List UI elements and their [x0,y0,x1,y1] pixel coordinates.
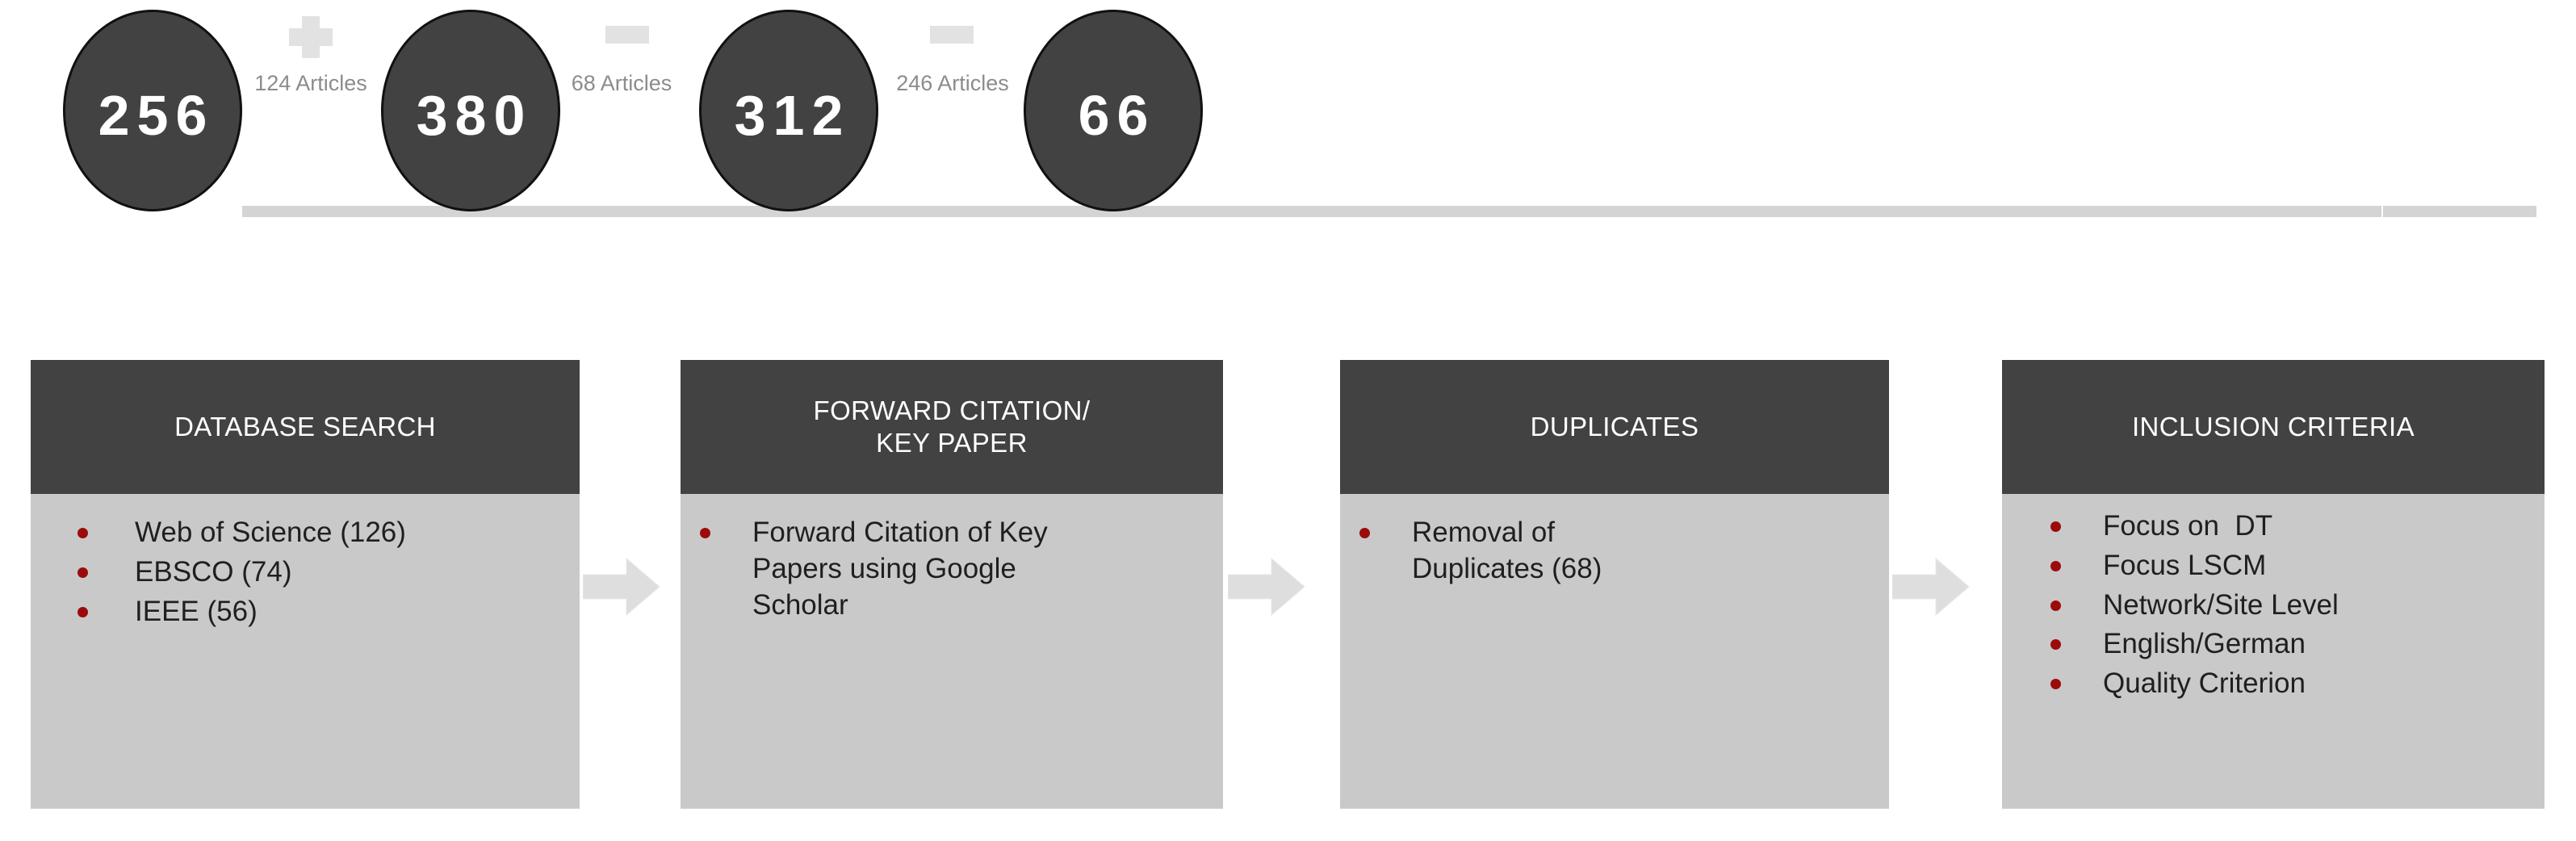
stage-panel-header: DUPLICATES [1340,360,1889,494]
list-item: English/German [2050,626,2545,663]
operator-1 [289,16,333,58]
stage-panel-body: Forward Citation of Key Papers using Goo… [681,494,1223,809]
bullet-dot-icon [2050,560,2061,571]
list-item: Web of Science (126) [77,515,580,551]
node-circle-3-value: 312 [734,84,851,147]
flow-arrow-1 [583,557,660,617]
list-item: EBSCO (74) [77,554,580,591]
stage-panel-body: Focus on DT Focus LSCM Network/Site Leve… [2002,494,2545,809]
bullet-dot-icon [77,528,88,538]
plus-icon-vertical-bar [302,16,320,58]
node-circle-2-value: 380 [416,84,533,147]
list-item-label: Forward Citation of Key Papers using Goo… [752,517,1048,621]
stage-panel-body: Web of Science (126) EBSCO (74) IEEE (56… [31,494,580,809]
list-item-label: Web of Science (126) [135,517,406,548]
list-item: IEEE (56) [77,594,580,630]
list-item-label: IEEE (56) [135,595,258,627]
bullet-dot-icon [2050,600,2061,611]
minus-icon-bar [605,26,649,44]
connector-line-main [242,206,2381,217]
list-item: Focus LSCM [2050,548,2545,584]
bullet-dot-icon [2050,679,2061,690]
node-circle-1: 256 [63,10,242,211]
bullet-list: Removal of Duplicates (68) [1340,515,1889,588]
list-item-label: Removal of Duplicates (68) [1412,517,1602,584]
stage-panel-body: Removal of Duplicates (68) [1340,494,1889,809]
stage-panel-header: DATABASE SEARCH [31,360,580,494]
bullet-list: Focus on DT Focus LSCM Network/Site Leve… [2002,508,2545,702]
list-item: Network/Site Level [2050,588,2545,624]
bullet-dot-icon [1359,528,1370,538]
bullet-dot-icon [2050,521,2061,532]
bullet-dot-icon [77,606,88,617]
list-item-label: Quality Criterion [2103,667,2306,700]
stage-panel-database-search: DATABASE SEARCH Web of Science (126) EBS… [31,360,580,809]
list-item-label: Network/Site Level [2103,588,2339,621]
bullet-dot-icon [700,528,710,538]
list-item: Quality Criterion [2050,666,2545,702]
bullet-list: Web of Science (126) EBSCO (74) IEEE (56… [31,515,580,630]
list-item-label: English/German [2103,628,2306,660]
node-circle-2: 380 [381,10,560,211]
operator-2-caption: 68 Articles [571,71,672,95]
node-circle-4-value: 66 [1078,84,1156,147]
node-circle-4: 66 [1024,10,1203,211]
bullet-list: Forward Citation of Key Papers using Goo… [681,515,1223,623]
operator-3-caption: 246 Articles [896,71,1009,95]
operator-2 [605,26,649,44]
stage-panel-forward-citation: FORWARD CITATION/ KEY PAPER Forward Cita… [681,360,1223,809]
right-arrow-icon [1892,557,1970,617]
list-item: Forward Citation of Key Papers using Goo… [700,515,1223,623]
bullet-dot-icon [77,567,88,578]
right-arrow-icon [1228,557,1305,617]
list-item-label: EBSCO (74) [135,555,292,588]
list-item: Focus on DT [2050,508,2545,545]
list-item: Removal of Duplicates (68) [1359,515,1889,588]
stage-panel-duplicates: DUPLICATES Removal of Duplicates (68) [1340,360,1889,809]
bullet-dot-icon [2050,639,2061,651]
stage-panel-inclusion-criteria: INCLUSION CRITERIA Focus on DT Focus LSC… [2002,360,2545,809]
minus-icon-bar [930,26,974,44]
list-item-label: Focus on DT [2103,510,2273,542]
flow-arrow-2 [1228,557,1305,617]
flow-arrow-3 [1892,557,1970,617]
right-arrow-icon [583,557,660,617]
node-circle-1-value: 256 [98,84,215,147]
stage-panel-header: FORWARD CITATION/ KEY PAPER [681,360,1223,494]
connector-line-segment-5 [2383,206,2536,217]
stage-panel-header: INCLUSION CRITERIA [2002,360,2545,494]
operator-1-caption: 124 Articles [254,71,367,95]
operator-3 [930,26,974,44]
list-item-label: Focus LSCM [2103,549,2267,581]
node-circle-3: 312 [699,10,878,211]
